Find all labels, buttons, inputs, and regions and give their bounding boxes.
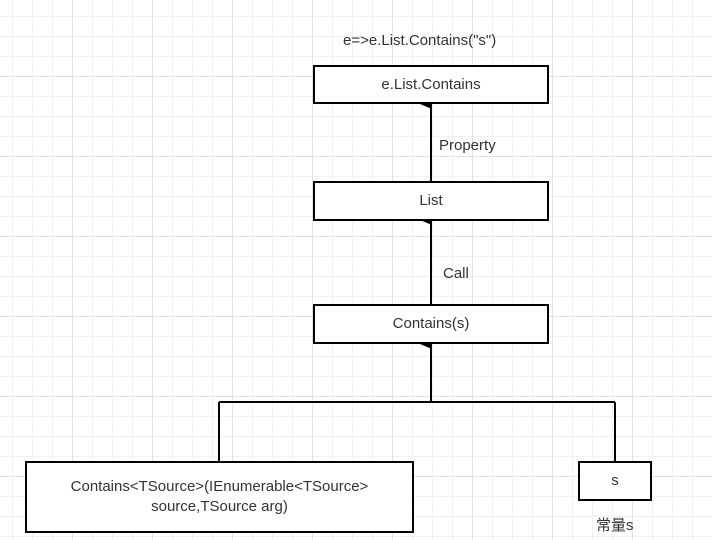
node-e-list-contains: e.List.Contains xyxy=(313,65,549,104)
edge-label-call: Call xyxy=(443,265,469,282)
expression-title: e=>e.List.Contains("s") xyxy=(343,32,497,49)
node-contains-method: Contains<TSource>(IEnumerable<TSource> s… xyxy=(25,461,414,533)
method-signature-line-1: Contains<TSource>(IEnumerable<TSource> xyxy=(70,478,369,495)
constant-caption: 常量s xyxy=(596,517,634,534)
edge-label-property: Property xyxy=(439,137,496,154)
node-list: List xyxy=(313,181,549,221)
method-signature-line-2: source,TSource arg) xyxy=(151,498,288,515)
node-constant-s: s xyxy=(578,461,652,501)
node-contains-s: Contains(s) xyxy=(313,304,549,344)
